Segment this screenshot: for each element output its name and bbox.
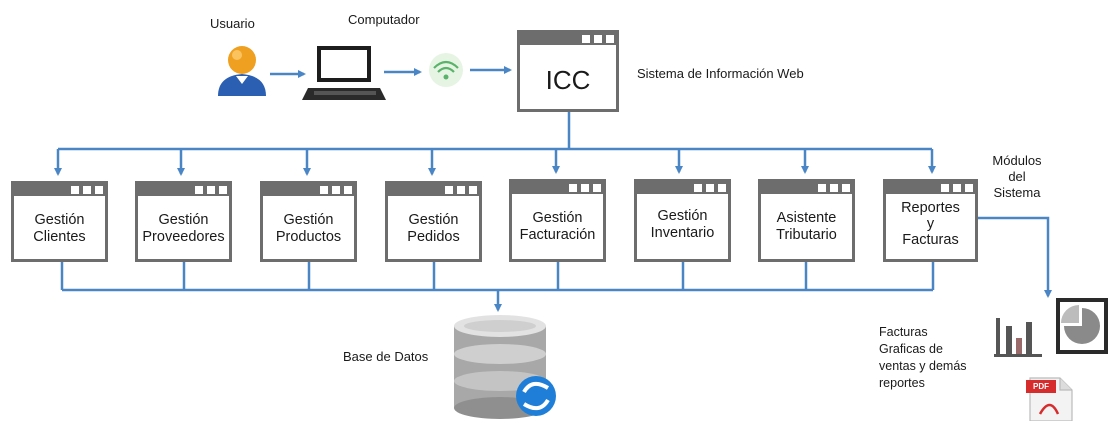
icc-label: ICC <box>545 65 591 95</box>
modules-header-line: Sistema <box>993 185 1041 200</box>
database-icon <box>454 315 556 419</box>
network-icon <box>429 53 463 87</box>
pdf-icon <box>1026 377 1073 421</box>
window-title-bar <box>388 184 479 196</box>
modules-header-line: Módulos <box>992 153 1042 168</box>
window-title-bar <box>520 33 616 45</box>
modules-header: Módulos del Sistema <box>981 153 1053 201</box>
pdf-badge-text: PDF <box>1033 382 1049 391</box>
bar-chart-icon <box>994 318 1042 357</box>
reports-line: Facturas <box>879 325 928 339</box>
window-title-bar <box>761 182 852 194</box>
reports-line: ventas y demás <box>879 359 967 373</box>
reports-line: reportes <box>879 376 925 390</box>
system-label: Sistema de Información Web <box>637 66 804 81</box>
window-title-bar <box>263 184 354 196</box>
pie-chart-icon <box>1056 298 1108 354</box>
laptop-icon <box>302 46 386 100</box>
window-title-bar <box>886 182 975 194</box>
window-title-bar <box>512 182 603 194</box>
reports-description: Facturas Graficas de ventas y demás repo… <box>879 324 967 392</box>
reports-line: Graficas de <box>879 342 943 356</box>
user-label: Usuario <box>210 16 255 31</box>
user-icon <box>218 46 266 96</box>
database-label: Base de Datos <box>343 349 429 364</box>
window-title-bar <box>138 184 229 196</box>
icc-window: ICC <box>517 30 619 112</box>
modules-header-line: del <box>1008 169 1026 184</box>
arrow-reportes-to-outputs <box>978 216 1052 298</box>
window-title-bar <box>14 184 105 196</box>
computer-label: Computador <box>348 12 420 27</box>
window-title-bar <box>637 182 728 194</box>
